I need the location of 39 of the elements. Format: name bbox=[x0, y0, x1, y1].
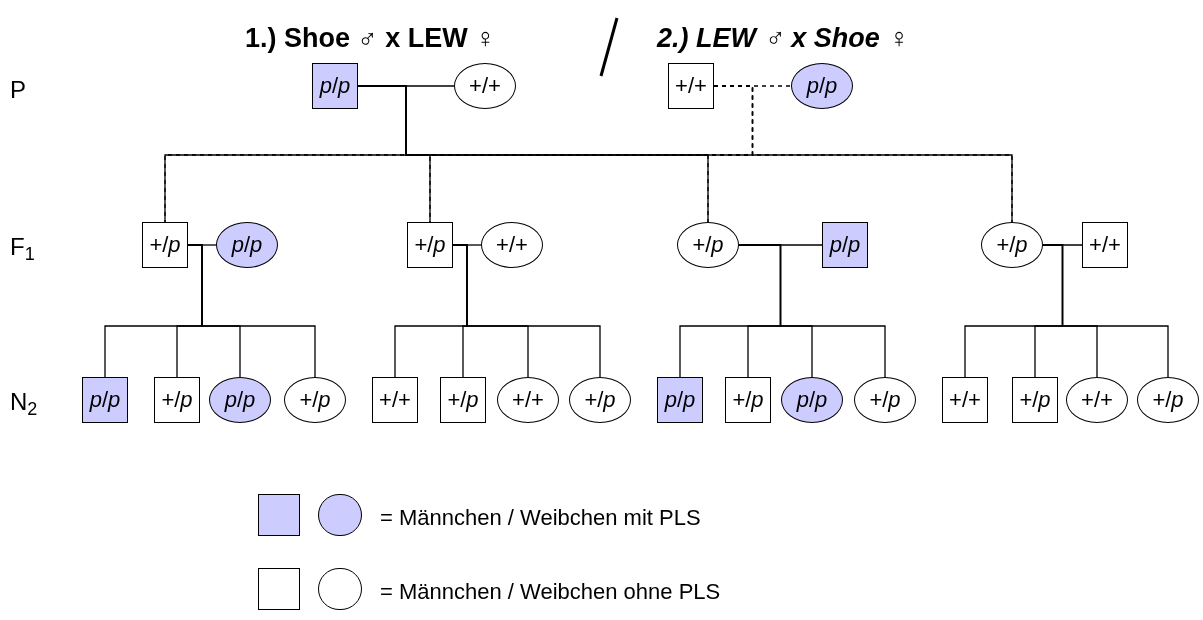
pedigree-circle: +/p bbox=[284, 377, 346, 423]
pedigree-circle: p/p bbox=[216, 222, 278, 268]
pedigree-square: +/p bbox=[154, 377, 200, 423]
generation-label: P bbox=[10, 75, 26, 105]
legend-text: = Männchen / Weibchen mit PLS bbox=[380, 504, 701, 532]
pedigree-circle: p/p bbox=[209, 377, 271, 423]
pedigree-line bbox=[1042, 244, 1169, 378]
pedigree-square: p/p bbox=[822, 222, 868, 268]
pedigree-circle: +/+ bbox=[481, 222, 543, 268]
pedigree-circle: +/p bbox=[981, 222, 1043, 268]
pedigree-square: +/p bbox=[1012, 377, 1058, 423]
pedigree-square: +/+ bbox=[372, 377, 418, 423]
pedigree-square: +/+ bbox=[942, 377, 988, 423]
pedigree-circle: +/+ bbox=[497, 377, 559, 423]
pedigree-circle: p/p bbox=[781, 377, 843, 423]
pedigree-square: +/+ bbox=[1082, 222, 1128, 268]
pedigree-square: +/p bbox=[142, 222, 188, 268]
legend-text: = Männchen / Weibchen ohne PLS bbox=[380, 578, 721, 606]
pedigree-circle: +/p bbox=[677, 222, 739, 268]
pedigree-line bbox=[738, 244, 886, 378]
pedigree-circle: +/p bbox=[569, 377, 631, 423]
pedigree-line bbox=[452, 244, 601, 378]
pedigree-square: p/p bbox=[82, 377, 128, 423]
pedigree-square: +/+ bbox=[668, 63, 714, 109]
pedigree-line bbox=[187, 244, 316, 378]
pedigree-circle: +/+ bbox=[454, 63, 516, 109]
generation-label: N$_{2}$ bbox=[10, 387, 38, 420]
pedigree-square: +/p bbox=[407, 222, 453, 268]
pedigree-circle: +/p bbox=[1137, 377, 1199, 423]
pedigree-circle: +/+ bbox=[1066, 377, 1128, 423]
pedigree-square: +/p bbox=[440, 377, 486, 423]
pedigree-circle: +/p bbox=[854, 377, 916, 423]
pedigree-square: p/p bbox=[312, 63, 358, 109]
cross-title: 2.) LEW ♂ x Shoe ♀ bbox=[657, 22, 908, 55]
generation-label: F$_{1}$ bbox=[10, 232, 35, 265]
pedigree-square: p/p bbox=[657, 377, 703, 423]
pedigree-circle: p/p bbox=[791, 63, 853, 109]
pedigree-square: +/p bbox=[725, 377, 771, 423]
cross-title: 1.) Shoe ♂ x LEW ♀ bbox=[245, 22, 496, 55]
